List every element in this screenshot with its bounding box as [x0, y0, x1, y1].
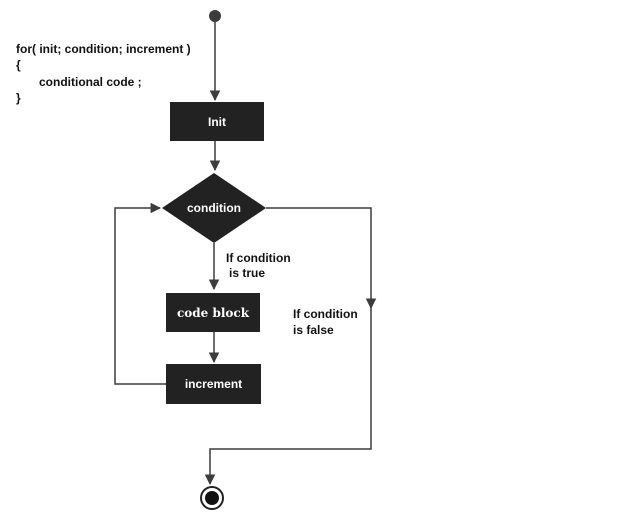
true-edge-label-line1: If condition [226, 251, 291, 265]
increment-box [166, 364, 261, 404]
code-block-label: code block [176, 305, 250, 320]
start-node [209, 10, 221, 22]
condition-label: condition [187, 201, 241, 215]
init-label: Init [208, 114, 226, 129]
code-line-for: for( init; condition; increment ) [16, 42, 191, 56]
false-edge-label-line2: is false [293, 323, 334, 337]
increment-label: increment [184, 377, 243, 391]
init-box [170, 102, 264, 141]
false-edge-label-line1: If condition [293, 307, 358, 321]
code-block-box [166, 293, 260, 332]
edge-increment-loop-to-condition [114, 202, 166, 385]
end-node-inner [205, 491, 219, 505]
true-edge-label-line2: is true [229, 266, 266, 280]
edge-false-to-end [204, 306, 372, 486]
edge-condition-false [266, 207, 377, 310]
code-line-close-brace: } [16, 91, 21, 105]
code-line-open-brace: { [16, 58, 21, 72]
condition-diamond [162, 173, 266, 243]
code-line-body: conditional code ; [39, 75, 142, 89]
